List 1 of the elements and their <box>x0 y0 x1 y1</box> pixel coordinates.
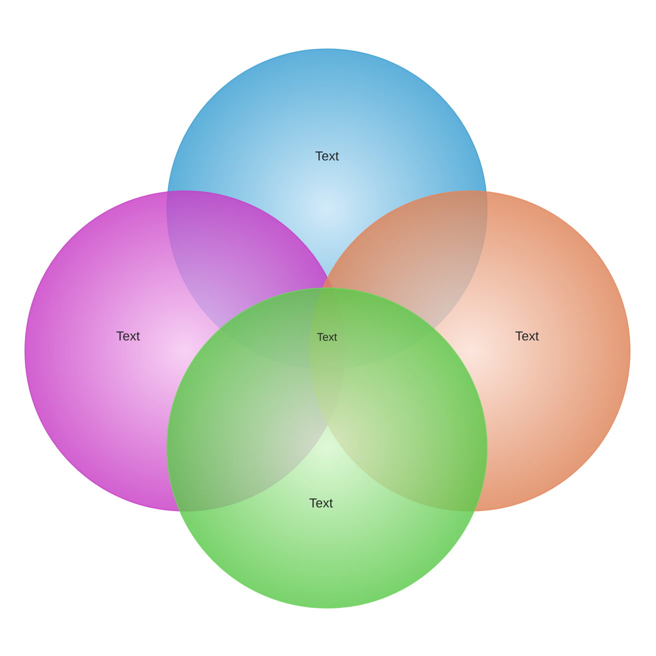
overlap-label: Text <box>317 333 337 341</box>
